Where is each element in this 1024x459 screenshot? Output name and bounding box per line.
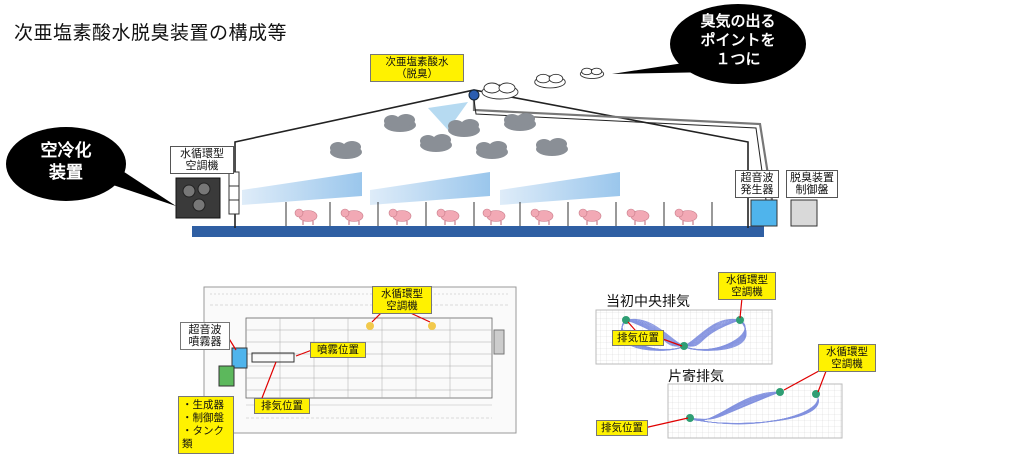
- sim-exhaust-label-1: 排気位置: [612, 330, 664, 346]
- central-exhaust-title: 当初中央排気: [606, 294, 690, 310]
- water-ac-label: 水循環型 空調機: [170, 146, 234, 174]
- odor-puff-icon: [534, 73, 566, 89]
- cloud-icon: [448, 119, 480, 137]
- ultrasonic-generator-box: [750, 199, 778, 227]
- cloud-icon: [476, 141, 508, 159]
- pig-icon: [388, 208, 412, 225]
- sprayer-nozzle: [468, 89, 480, 101]
- water-ac-unit: [228, 171, 240, 215]
- mist-wedge: [500, 172, 620, 205]
- floor-plan-drawing: [203, 286, 517, 434]
- control-panel-box: [790, 199, 818, 227]
- barn-cross-section: [175, 89, 818, 237]
- fp-exhaust-position-label: 排気位置: [254, 398, 310, 414]
- spray-duct: [472, 96, 774, 201]
- cloud-icon: [504, 113, 536, 131]
- sim-exhaust-label-2: 排気位置: [596, 420, 648, 436]
- fan-icon: [182, 184, 196, 198]
- pig-icon: [294, 208, 318, 225]
- sim-water-ac-label-1: 水循環型 空調機: [718, 272, 776, 300]
- pig-icon: [436, 208, 460, 225]
- spray-line-box: [251, 352, 295, 363]
- control-panel-label: 脱臭装置 制御盤: [786, 170, 838, 198]
- ultrasonic-sprayer-box: [231, 347, 248, 369]
- pig-icon: [482, 208, 506, 225]
- odor-puff-icon: [579, 67, 605, 79]
- odor-point-text: 臭気の出る ポイントを １つに: [700, 12, 776, 68]
- mist-wedge: [242, 172, 362, 205]
- pig-icon: [340, 208, 364, 225]
- air-cooling-text: 空冷化 装置: [40, 141, 92, 183]
- odor-puff-icon: [481, 82, 519, 100]
- mist-wedge: [370, 172, 490, 205]
- fp-equipment-list: ・生成器 ・制御盤 ・タンク類: [178, 396, 234, 454]
- fp-ultrasonic-sprayer-label: 超音波 噴霧器: [180, 322, 230, 350]
- page-title: 次亜塩素酸水脱臭装置の構成等: [14, 22, 288, 44]
- cloud-group: [330, 113, 568, 159]
- fan-icon: [197, 182, 211, 196]
- cloud-icon: [330, 141, 362, 159]
- cloud-icon: [536, 138, 568, 156]
- barn-floor: [192, 226, 764, 237]
- ac-marker: [428, 322, 436, 330]
- odor-puff-group: [481, 67, 605, 100]
- sim-water-ac-label-2: 水循環型 空調機: [818, 344, 876, 372]
- generator-box: [218, 365, 235, 387]
- fp-water-ac-label: 水循環型 空調機: [372, 286, 432, 314]
- cloud-icon: [420, 134, 452, 152]
- pig-icon: [530, 208, 554, 225]
- sprayer-label: 次亜塩素酸水 （脱臭）: [370, 54, 464, 82]
- air-cooling-unit: [175, 177, 221, 219]
- cloud-icon: [384, 114, 416, 132]
- pig-icon: [626, 208, 650, 225]
- pig-icon: [674, 208, 698, 225]
- simulation-side: [667, 383, 843, 439]
- fan-icon: [192, 198, 206, 212]
- ac-marker: [366, 322, 374, 330]
- spray-mist: [428, 102, 468, 130]
- odor-speech-bubble: [612, 4, 806, 84]
- cooling-speech-bubble: [6, 127, 176, 206]
- pig-icon: [578, 208, 602, 225]
- ultrasonic-generator-label: 超音波 発生器: [735, 170, 779, 198]
- side-exhaust-title: 片寄排気: [668, 369, 724, 385]
- spray-duct-inner: [473, 99, 767, 201]
- fp-spray-position-label: 噴霧位置: [310, 342, 366, 358]
- pig-group: [294, 208, 698, 225]
